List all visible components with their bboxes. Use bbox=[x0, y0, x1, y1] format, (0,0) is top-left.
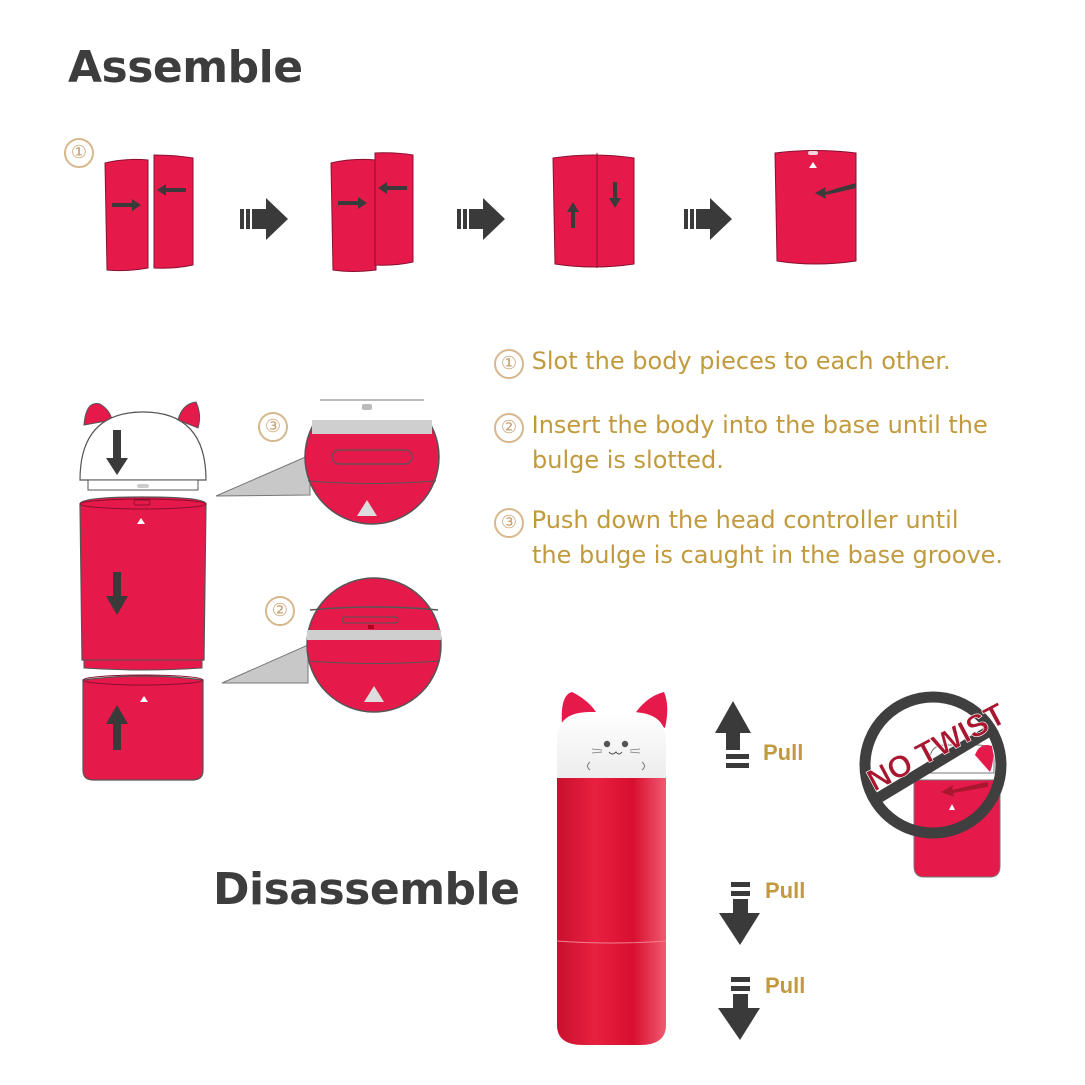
body-halves-sliding bbox=[552, 153, 635, 268]
pull-down-arrow-1 bbox=[719, 882, 760, 945]
instruction-2: ② Insert the body into the base until th… bbox=[494, 408, 988, 477]
step-marker-1: ① bbox=[64, 138, 94, 168]
body-cylinder bbox=[79, 496, 207, 671]
instruction-3: ③ Push down the head controller until th… bbox=[494, 503, 1003, 572]
pull-up-arrow bbox=[715, 701, 751, 768]
body-assembled bbox=[774, 150, 857, 265]
pull-down-arrow-2 bbox=[718, 977, 760, 1040]
next-step-arrow-2 bbox=[457, 198, 505, 240]
detail-callout-3 bbox=[215, 378, 440, 525]
pull-label-up: Pull bbox=[763, 740, 804, 765]
pull-label-down-2: Pull bbox=[765, 973, 806, 998]
detail-number-2: ② bbox=[265, 596, 295, 626]
assemble-title: Assemble bbox=[68, 42, 303, 93]
pull-label-down-1: Pull bbox=[765, 878, 806, 903]
base-cup bbox=[82, 674, 204, 781]
next-step-arrow-1 bbox=[240, 198, 288, 240]
next-step-arrow-3 bbox=[684, 198, 732, 240]
assembly-sequence-diagram bbox=[104, 150, 857, 272]
cat-head-controller bbox=[79, 401, 207, 491]
bottle-body bbox=[557, 778, 666, 1045]
body-halves-separated bbox=[104, 154, 194, 272]
body-halves-overlapping bbox=[330, 152, 414, 272]
no-twist-warning-icon: NO TWIST bbox=[859, 691, 1012, 878]
instruction-1: ① Slot the body pieces to each other. bbox=[494, 344, 951, 379]
detail-number-3: ③ bbox=[258, 412, 288, 442]
disassemble-title: Disassemble bbox=[213, 864, 520, 915]
detail-callout-2 bbox=[221, 577, 442, 713]
